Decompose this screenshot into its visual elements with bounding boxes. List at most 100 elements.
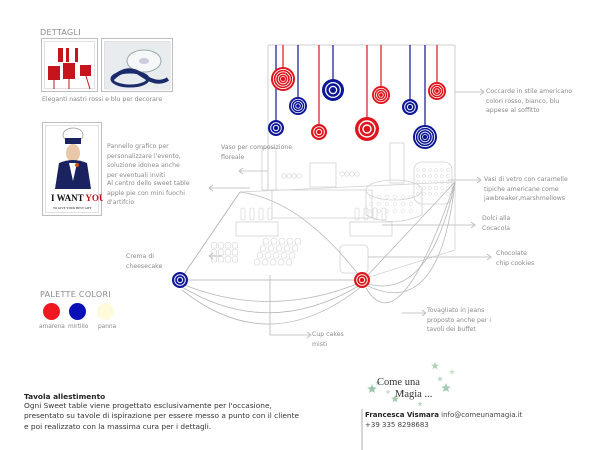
uncle-sam-poster: I WANT YOU TO GIVE YOUR BEST GIFT — [42, 122, 103, 216]
swatch-label-amarena: amarena — [39, 324, 65, 330]
cockade-icon — [355, 117, 379, 141]
cupcake-sketch — [288, 251, 296, 259]
tablecloth-note: Tovagliato in jeans proposto anche per i… — [427, 307, 492, 334]
candy-sketch — [446, 168, 450, 172]
cupcake-sketch — [259, 244, 267, 252]
swatch-label-mirtillo: mirtillo — [68, 324, 89, 330]
candy-sketch — [369, 195, 373, 199]
candy-sketch — [401, 202, 405, 206]
blue-ribbon-illustration — [105, 42, 171, 90]
cupcake-sketch — [217, 241, 225, 249]
star-icon — [441, 383, 451, 392]
cupcake-sketch — [217, 255, 225, 263]
cockade-icon — [289, 97, 307, 115]
cockade-icon — [311, 124, 327, 140]
cupcake-sketch — [283, 244, 291, 252]
cupcake-sketch — [264, 251, 272, 259]
cockade-icon — [402, 99, 418, 115]
bottle-sketch — [258, 207, 264, 221]
candy-sketch — [422, 174, 426, 178]
candy-sketch — [377, 202, 381, 206]
poster-subline: TO GIVE YOUR BEST GIFT — [53, 206, 92, 210]
cockade-icon — [172, 272, 188, 288]
candy-sketch — [434, 174, 438, 178]
cookies-note: Chocolate chip cookies — [496, 250, 535, 267]
brand-name: Francesca Vismara — [365, 411, 439, 419]
candy-sketch — [434, 192, 438, 196]
candy-sketch — [428, 174, 432, 178]
bottle-sketch — [354, 207, 360, 221]
details-heading: DETTAGLI — [40, 28, 81, 37]
candy-sketch — [416, 168, 420, 172]
candy-sketch — [409, 202, 413, 206]
candy-sketch — [428, 192, 432, 196]
candy-sketch — [434, 180, 438, 184]
candy-sketch — [369, 202, 373, 206]
candy-sketch — [401, 209, 405, 213]
cockade-icon — [268, 120, 284, 136]
brand-phone: +39 335 8298683 — [365, 421, 429, 429]
red-ribbons-illustration — [48, 48, 91, 90]
cupcake-sketch — [285, 258, 293, 266]
brand-email[interactable]: info@comeunamagia.it — [441, 411, 523, 419]
star-icon — [417, 401, 423, 406]
star-icon — [385, 389, 391, 394]
red-ribbons-photo — [41, 38, 98, 92]
cupcake-sketch — [253, 258, 261, 266]
cake-pop-sketch — [291, 173, 297, 179]
cupcake-sketch — [210, 241, 218, 249]
cake-pop-sketch — [281, 173, 287, 179]
cupcake-sketch — [224, 255, 232, 263]
candy-sketch — [409, 195, 413, 199]
cockades-note: Coccarde in stile americano colori rosso… — [486, 88, 573, 115]
cockade-icon — [322, 79, 344, 101]
logo-line1: Come una — [377, 377, 420, 388]
cupcake-sketch — [286, 237, 294, 245]
cupcake-sketch — [262, 237, 270, 245]
details-caption: Eleganti nastri rossi e blu per decorare — [42, 96, 163, 103]
candy-sketch — [385, 195, 389, 199]
footer-title: Tavola allestimento — [24, 392, 106, 401]
candy-sketch — [428, 186, 432, 190]
swatch-mirtillo — [69, 303, 86, 320]
candy-sketch — [428, 180, 432, 184]
star-icon — [431, 362, 439, 370]
footer-text: Ogni Sweet table viene progettato esclus… — [24, 401, 300, 431]
tablecloth-cockades — [172, 272, 370, 288]
cupcake-sketch — [280, 251, 288, 259]
candy-sketch — [440, 174, 444, 178]
candy-sketch — [393, 209, 397, 213]
cupcake-sketch — [217, 248, 225, 256]
candy-sketch — [446, 174, 450, 178]
candy-sketch — [385, 209, 389, 213]
cupcake-sketch — [224, 241, 232, 249]
candy-sketch — [393, 202, 397, 206]
swatch-amarena — [43, 303, 60, 320]
cupcake-sketch — [231, 241, 239, 249]
logo-line2: Magia ... — [395, 389, 432, 400]
cake-pop-sketch — [296, 173, 302, 179]
cupcake-sketch — [272, 251, 280, 259]
cupcake-sketch — [277, 258, 285, 266]
star-icon — [399, 389, 405, 395]
candy-sketch — [377, 209, 381, 213]
coca-note: Dolci alla Cocacola — [482, 215, 511, 232]
cake-pop-sketch — [354, 171, 360, 177]
cupcake-sketch — [261, 258, 269, 266]
candy-sketch — [409, 209, 413, 213]
bottle-sketch — [372, 207, 378, 221]
candy-sketch — [434, 186, 438, 190]
cake-pop-sketch — [339, 171, 345, 177]
candy-sketch — [401, 195, 405, 199]
swatch-label-panna: panna — [98, 324, 117, 330]
star-icons — [367, 362, 455, 406]
cake-pop-sketch — [349, 171, 355, 177]
candy-sketch — [416, 186, 420, 190]
candy-sketch — [440, 168, 444, 172]
bottle-sketch — [363, 207, 369, 221]
candy-sketch — [440, 180, 444, 184]
candy-sketch — [428, 168, 432, 172]
bottle-sketch — [249, 207, 255, 221]
